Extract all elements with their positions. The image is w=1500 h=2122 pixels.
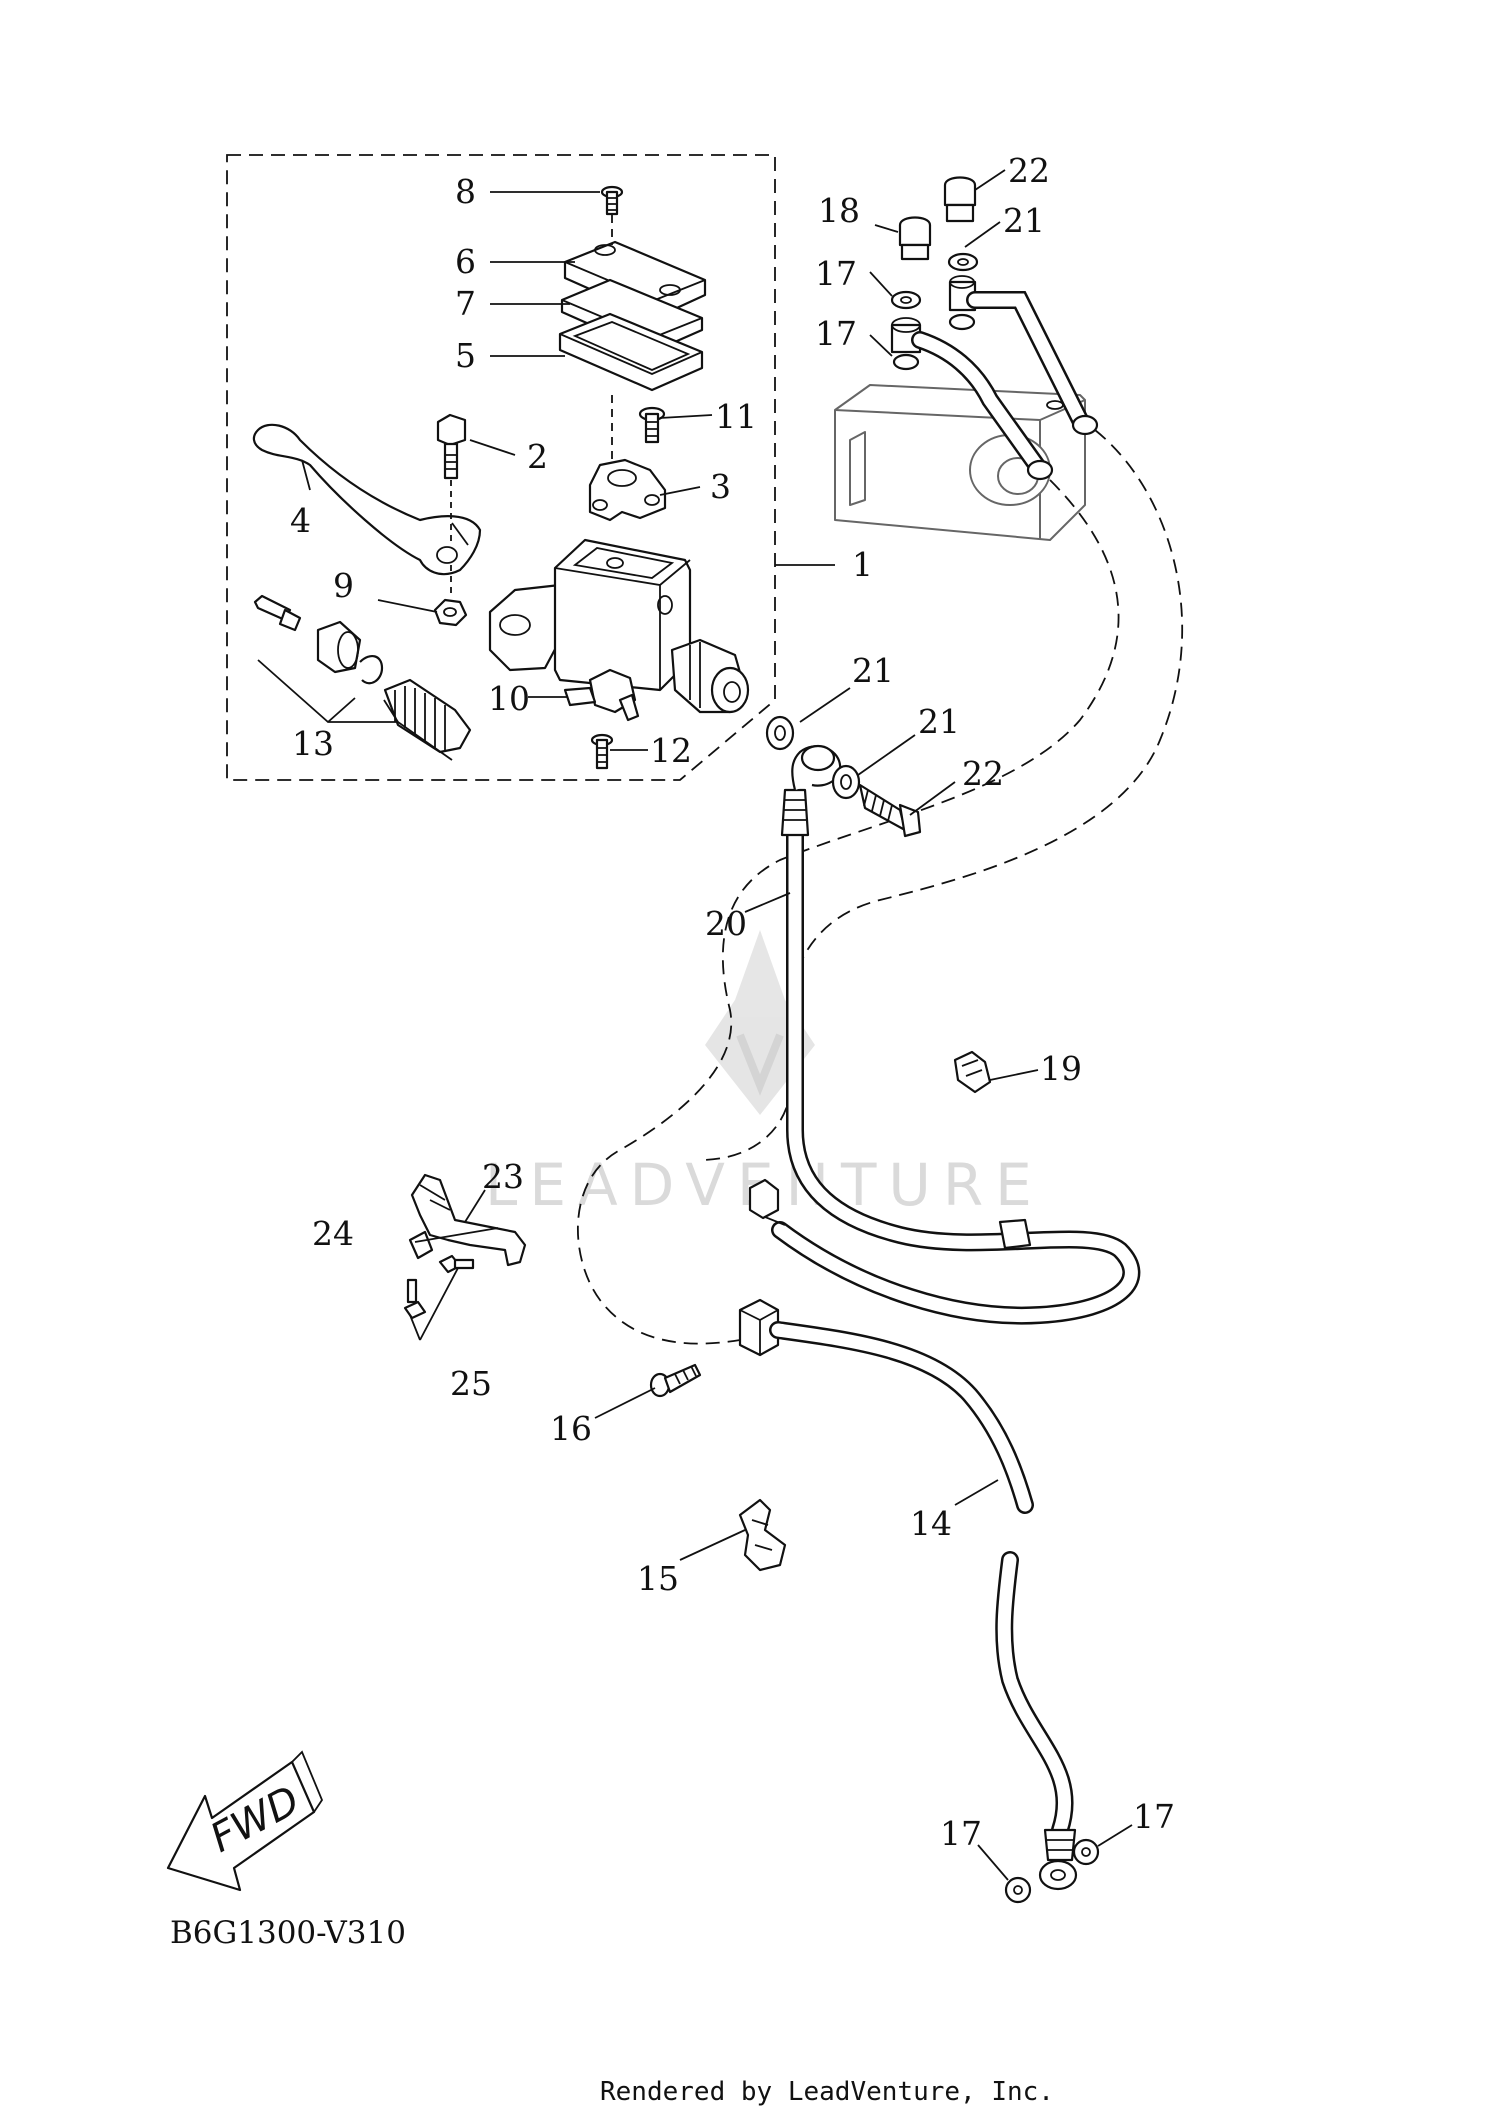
callout-10: 10 <box>488 679 530 718</box>
kit-boundary-box <box>226 154 776 781</box>
part-21-washer-a[interactable] <box>765 715 795 751</box>
callout-16: 16 <box>550 1409 592 1448</box>
callout-22-mid: 22 <box>962 754 1004 793</box>
callout-20: 20 <box>705 904 747 943</box>
callout-6: 6 <box>455 242 476 281</box>
part-23-bracket[interactable] <box>410 1173 527 1267</box>
callout-19: 19 <box>1040 1049 1082 1088</box>
callout-22-top: 22 <box>1008 151 1050 190</box>
callout-24: 24 <box>312 1214 354 1253</box>
part-16-bolt[interactable] <box>649 1363 702 1398</box>
master-cylinder-body[interactable] <box>488 538 750 714</box>
part-13-piston-kit[interactable] <box>253 594 472 754</box>
part-2-pivot-bolt[interactable] <box>436 413 467 480</box>
callout-8: 8 <box>455 172 476 211</box>
footer-credit: Rendered by LeadVenture, Inc. <box>600 2077 1054 2107</box>
part-14-brake-hose[interactable] <box>738 1298 1078 1891</box>
callout-21-mid-b: 21 <box>918 702 960 741</box>
part-20-brake-hose[interactable] <box>748 744 1141 1325</box>
part-17-washer-top[interactable] <box>890 290 922 310</box>
leader-lines <box>301 169 1133 1881</box>
callout-14: 14 <box>910 1504 952 1543</box>
callout-2: 2 <box>527 437 548 476</box>
callout-17-bottom-b: 17 <box>1133 1797 1175 1836</box>
callout-11: 11 <box>715 397 757 436</box>
callout-13: 13 <box>292 724 334 763</box>
part-5-diaphragm[interactable] <box>558 312 704 392</box>
callout-9: 9 <box>333 566 354 605</box>
part-12-screw[interactable] <box>590 733 614 770</box>
callout-4: 4 <box>290 501 311 540</box>
part-24-clip[interactable] <box>408 1230 434 1260</box>
callout-5: 5 <box>455 336 476 375</box>
callout-17-top-b: 17 <box>815 314 857 353</box>
part-22-union-bolt-top[interactable] <box>943 176 977 223</box>
part-21-washer-top[interactable] <box>947 252 979 272</box>
fwd-arrow: FWD <box>166 1750 324 1892</box>
part-7-diaphragm-plate[interactable] <box>560 278 704 354</box>
diagram-code: B6G1300-V310 <box>170 1915 406 1951</box>
part-19-hose-clamp[interactable] <box>953 1050 992 1094</box>
callout-17-top-a: 17 <box>815 254 857 293</box>
master-cylinder-group <box>252 185 750 770</box>
callout-17-bottom-a: 17 <box>940 1814 982 1853</box>
callout-21-top: 21 <box>1003 201 1045 240</box>
callout-12: 12 <box>650 731 692 770</box>
hose-route-dashed <box>577 479 1120 1345</box>
part-22-union-bolt[interactable] <box>858 783 922 838</box>
part-17-washer-right[interactable] <box>1072 1838 1100 1866</box>
callout-25: 25 <box>450 1364 492 1403</box>
callout-7: 7 <box>455 284 476 323</box>
part-10-brake-switch[interactable] <box>563 668 640 722</box>
part-8-screw[interactable] <box>600 185 624 216</box>
part-11-screw[interactable] <box>638 406 666 444</box>
part-25-bolts[interactable] <box>403 1254 475 1320</box>
part-15-clamp[interactable] <box>738 1498 787 1572</box>
callout-labels: 1 2 3 4 5 6 7 8 9 10 11 12 13 14 15 16 1… <box>290 151 1175 1853</box>
part-4-brake-lever[interactable] <box>252 423 482 576</box>
callout-21-mid-a: 21 <box>852 651 894 690</box>
callout-15: 15 <box>637 1559 679 1598</box>
part-18-bolt[interactable] <box>898 216 932 261</box>
part-21-washer-b[interactable] <box>831 764 861 800</box>
callout-3: 3 <box>710 467 731 506</box>
callout-18: 18 <box>818 191 860 230</box>
part-3-holder[interactable] <box>588 458 667 522</box>
part-17-washer-left[interactable] <box>1004 1876 1032 1904</box>
callout-23: 23 <box>482 1157 524 1196</box>
part-9-nut[interactable] <box>433 598 468 627</box>
callout-1: 1 <box>852 545 873 584</box>
part-6-reservoir-cap[interactable] <box>563 240 707 320</box>
